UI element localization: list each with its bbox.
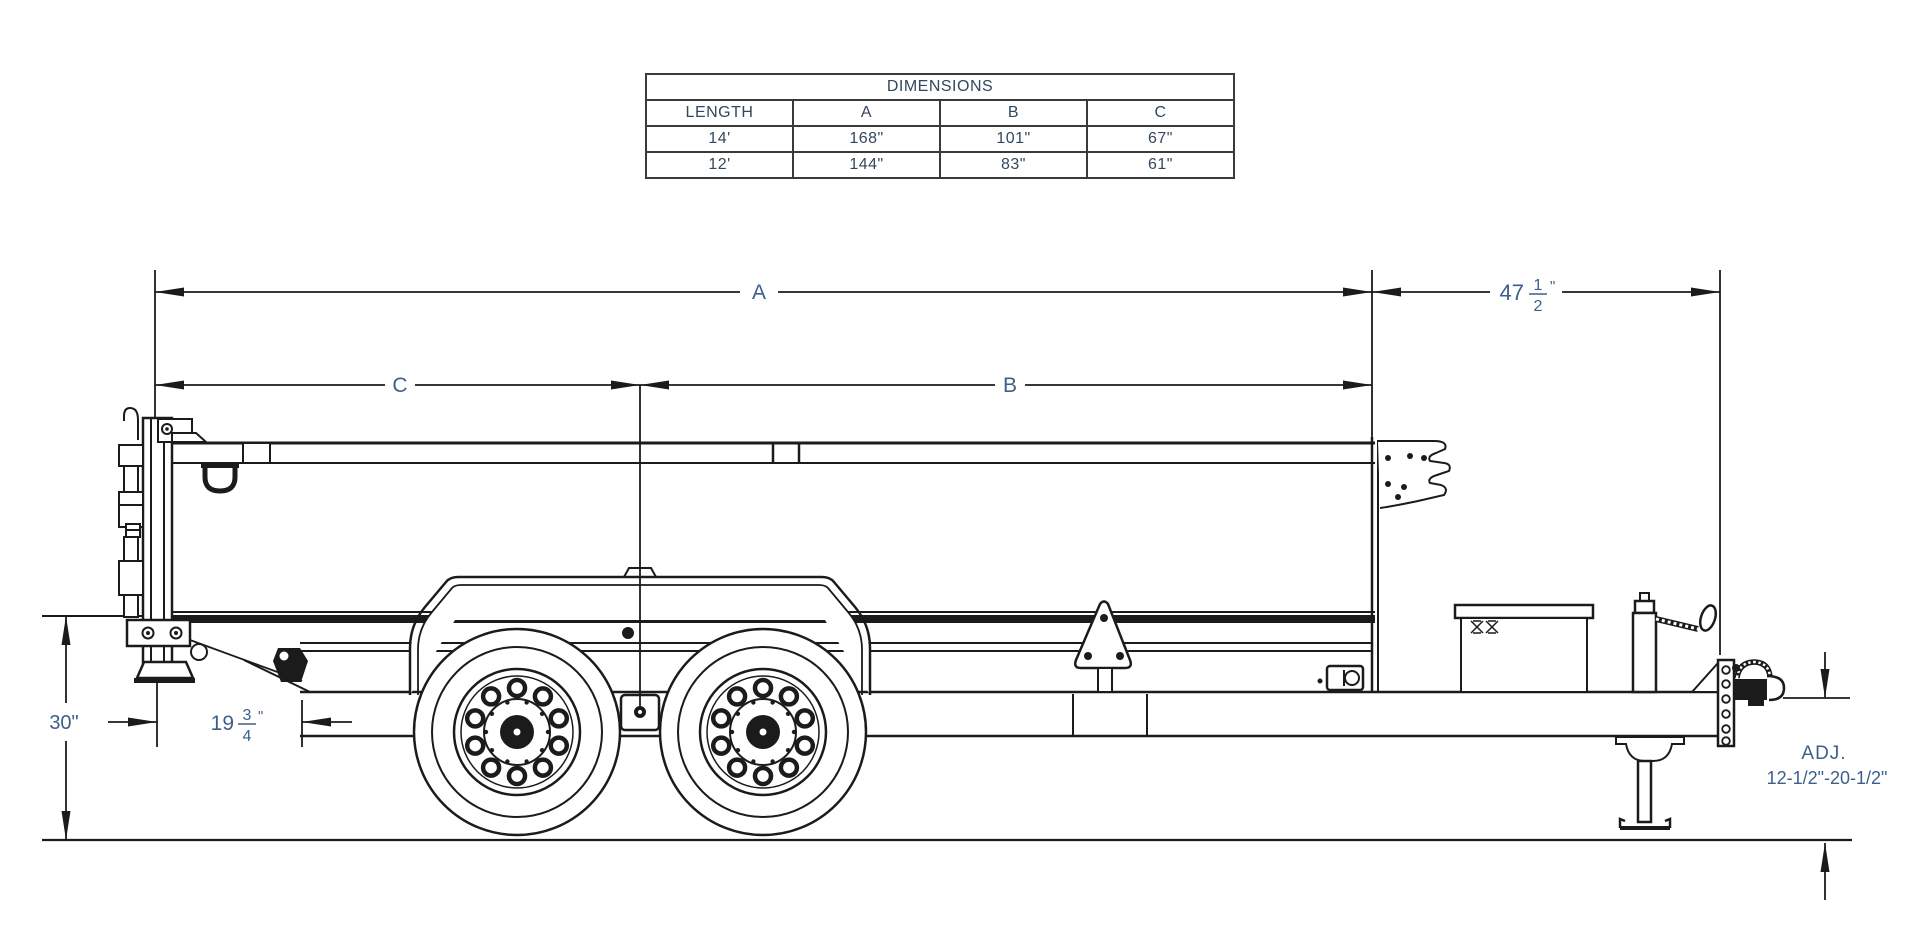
wheel-front [414, 629, 620, 835]
label-19-three-quarter: 19 3 4 " [211, 707, 264, 745]
coupler-ball-socket [1766, 674, 1786, 702]
svg-text:": " [1550, 278, 1555, 295]
jack-crank-knob [1698, 604, 1718, 632]
dimension-c [155, 380, 640, 390]
dimension-graphics [61, 270, 1850, 900]
dimension-height-30 [61, 616, 71, 840]
d-ring-tiedown [202, 463, 238, 494]
front-post [118, 406, 308, 683]
svg-text:2: 2 [1534, 298, 1543, 315]
toolbox [1453, 603, 1595, 693]
label-adj: ADJ. [1801, 743, 1846, 764]
table-header-row: LENGTH A B C [645, 99, 1235, 127]
jack-drop-leg [1636, 759, 1653, 824]
post-hinge-plate [125, 618, 192, 648]
front-hardware-stack [118, 444, 144, 618]
table-title-row: DIMENSIONS [645, 73, 1235, 101]
label-b: B [1003, 374, 1017, 397]
dimension-coupler-height [1783, 652, 1850, 900]
col-header-a: A [792, 99, 941, 127]
table-title: DIMENSIONS [645, 73, 1235, 101]
cell-length-12: 12' [645, 151, 794, 179]
jack-mount-bracket [1615, 736, 1685, 762]
col-header-b: B [939, 99, 1088, 127]
wheel-rear [660, 629, 866, 835]
front-hook [123, 406, 139, 440]
label-c: C [392, 374, 407, 397]
bed-pivot-bracket [273, 648, 308, 682]
svg-text:4: 4 [243, 728, 252, 745]
label-47-half: 47 1 2 " [1500, 277, 1556, 315]
cell-length-14: 14' [645, 125, 794, 153]
coupler-body [1734, 679, 1767, 700]
jack-foot [1618, 817, 1672, 830]
bed-top-rail [162, 441, 1375, 464]
post-top-bracket [157, 418, 209, 443]
adjustable-coupler [1689, 658, 1786, 748]
dimension-rear-overhang [1372, 287, 1720, 297]
label-30: 30" [49, 712, 78, 734]
svg-text:1: 1 [1534, 277, 1543, 294]
dimension-front-19 [108, 717, 352, 727]
rear-hinge-bracket [1378, 440, 1451, 509]
cell-b-83: 83" [939, 151, 1088, 179]
cell-c-67: 67" [1086, 125, 1235, 153]
coupler-gusset [1689, 660, 1719, 693]
cell-a-144: 144" [792, 151, 941, 179]
tongue-jack [1615, 592, 1718, 830]
cell-b-101: 101" [939, 125, 1088, 153]
post-foot [134, 660, 195, 683]
toolbox-latch-marks [1470, 620, 1484, 634]
front-hole [190, 643, 208, 661]
led-light [1317, 664, 1365, 692]
cell-a-168: 168" [792, 125, 941, 153]
svg-text:19: 19 [211, 712, 234, 735]
col-header-c: C [1086, 99, 1235, 127]
side-bolt [622, 627, 634, 639]
table-row: 12' 144" 83" 61" [645, 151, 1235, 179]
svg-text:47: 47 [1500, 280, 1524, 305]
bed-rear-wall [1370, 437, 1379, 691]
dimensions-table: DIMENSIONS LENGTH A B C 14' 168" 101" 67… [645, 73, 1235, 179]
label-a: A [752, 281, 766, 304]
col-header-length: LENGTH [645, 99, 794, 127]
table-row: 14' 168" 101" 67" [645, 125, 1235, 153]
svg-text:3: 3 [243, 707, 252, 724]
svg-text:": " [258, 708, 263, 725]
cell-c-61: 61" [1086, 151, 1235, 179]
dimension-b [640, 380, 1372, 390]
label-adj-range: 12-1/2"-20-1/2" [1767, 768, 1888, 788]
dimension-a [155, 287, 1372, 297]
gusset-bracket [1073, 600, 1133, 693]
